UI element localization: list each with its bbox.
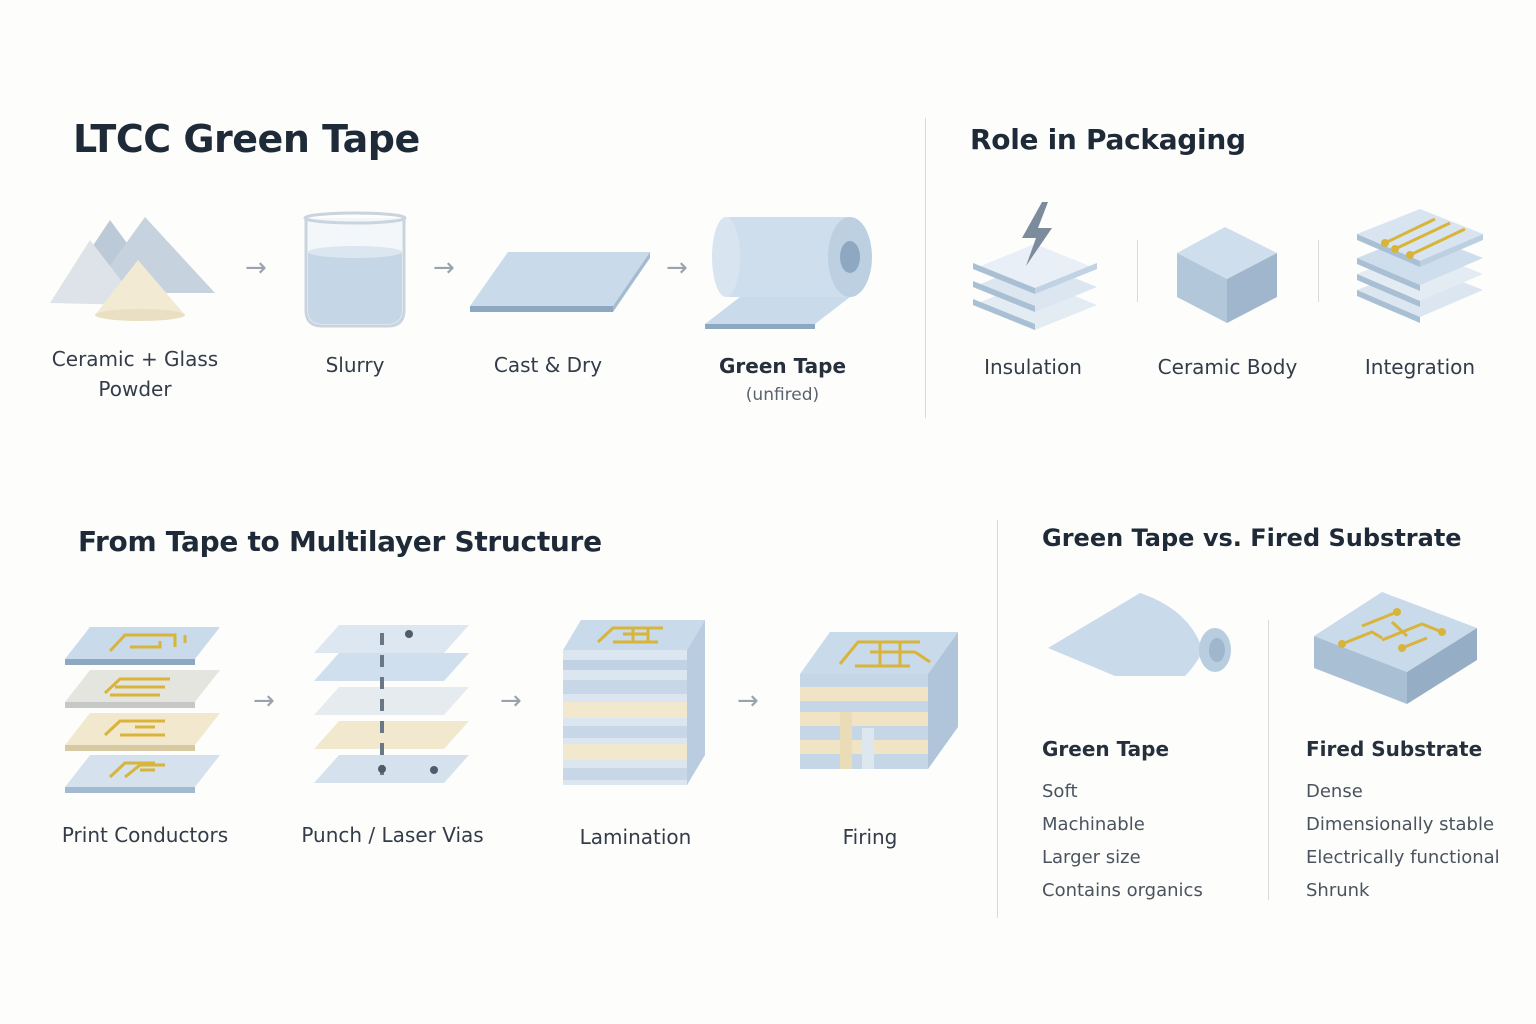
prop-item: Contains organics (1042, 880, 1203, 901)
flow-arrow: → (433, 253, 455, 283)
section-divider (997, 520, 998, 918)
cast-sheet-icon (470, 252, 650, 312)
flow-arrow: → (666, 253, 688, 283)
fired-substrate-props: Dense Dimensionally stable Electrically … (1306, 775, 1500, 907)
green-tape-props: Soft Machinable Larger size Contains org… (1042, 775, 1203, 907)
step-green-tape-label: Green Tape (718, 354, 847, 378)
role-ceramic-body-label: Ceramic Body (1157, 355, 1298, 379)
flow-arrow: → (253, 686, 275, 716)
fired-substrate-heading: Fired Substrate (1306, 737, 1483, 761)
step-slurry-label: Slurry (325, 353, 385, 377)
cube-icon (1177, 227, 1277, 323)
prop-item: Shrunk (1306, 880, 1370, 901)
prop-item: Electrically functional (1306, 847, 1500, 868)
section-title-multilayer: From Tape to Multilayer Structure (78, 525, 602, 558)
print-conductors-icon (65, 627, 220, 793)
flow-arrow: → (500, 686, 522, 716)
firing-block-icon (800, 632, 958, 769)
section-title-comparison: Green Tape vs. Fired Substrate (1042, 524, 1462, 552)
circuit-stack-icon (1357, 209, 1483, 323)
role-divider (1137, 240, 1138, 302)
prop-item: Larger size (1042, 847, 1141, 868)
role-insulation-label: Insulation (984, 355, 1082, 379)
section-title-role: Role in Packaging (970, 123, 1246, 156)
step-print-conductors-label: Print Conductors (61, 823, 229, 847)
role-divider (1318, 240, 1319, 302)
fired-substrate-icon (1314, 592, 1477, 704)
green-tape-curl-icon (1048, 593, 1231, 676)
tape-roll-icon (705, 217, 872, 329)
step-lamination-label: Lamination (579, 825, 692, 849)
powder-pile-icon (50, 217, 215, 321)
step-firing-label: Firing (842, 825, 898, 849)
green-tape-heading: Green Tape (1042, 737, 1170, 761)
prop-item: Dense (1306, 781, 1363, 802)
comparison-divider (1268, 620, 1269, 900)
prop-item: Machinable (1042, 814, 1145, 835)
beaker-icon (303, 211, 407, 328)
punch-vias-icon (314, 625, 469, 783)
prop-item: Soft (1042, 781, 1078, 802)
step-cast-label: Cast & Dry (493, 353, 603, 377)
prop-item: Dimensionally stable (1306, 814, 1495, 835)
flow-arrow: → (245, 253, 267, 283)
flow-arrow: → (737, 686, 759, 716)
lamination-icon (563, 620, 705, 785)
step-powder-label: Ceramic + Glass Powder (51, 347, 219, 401)
role-integration-label: Integration (1364, 355, 1476, 379)
step-green-tape-sublabel: (unfired) (745, 385, 820, 405)
section-divider (925, 118, 926, 418)
step-punch-vias-label: Punch / Laser Vias (301, 823, 484, 847)
section-title-ltcc: LTCC Green Tape (73, 117, 420, 161)
lightning-stack-icon (973, 202, 1097, 330)
